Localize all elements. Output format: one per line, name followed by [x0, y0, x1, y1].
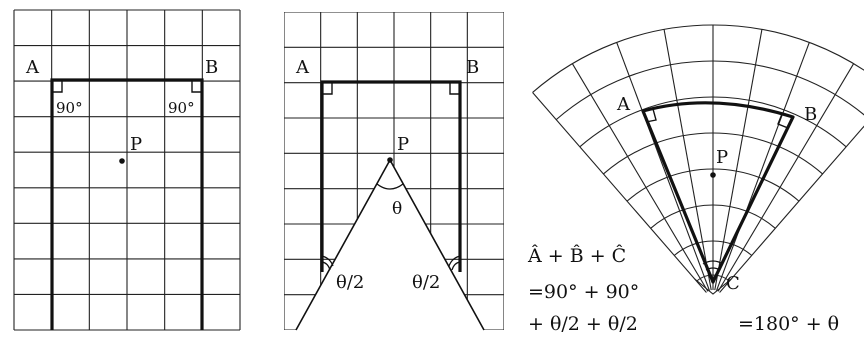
label-c: C: [726, 273, 740, 294]
point-p: [119, 158, 125, 164]
panel-cone: A B P θ θ/2 θ/2: [284, 12, 504, 331]
label-p: P: [716, 147, 728, 168]
apex-angle-arc: [376, 183, 404, 190]
point-p: [710, 172, 716, 178]
label-a: A: [616, 94, 631, 115]
panel-flat: A B P 90° 90°: [13, 9, 241, 331]
formula-result: =180° + θ: [738, 313, 839, 335]
angle-label-apex: θ: [392, 199, 402, 219]
grid-line-radial: [714, 29, 763, 291]
grid-line-radial: [715, 42, 810, 291]
angle-label-right: 90°: [168, 99, 195, 117]
grid-line-radial: [717, 63, 855, 292]
grid-line-arc: [603, 132, 823, 175]
label-p: P: [130, 134, 142, 155]
grid-tip: [694, 278, 732, 295]
right-angle-mark-a: [645, 108, 657, 123]
label-b: B: [466, 57, 479, 78]
wedge-edges: [295, 158, 485, 331]
grid-line-radial: [663, 29, 712, 291]
grid-line-arc: [532, 24, 864, 93]
grid-line-radial: [571, 63, 709, 292]
point-p: [387, 157, 393, 163]
formula-line-3: + θ/2 + θ/2: [528, 313, 638, 335]
angle-label-left-half: θ/2: [336, 272, 364, 293]
panel-curved: A B P C: [532, 24, 864, 295]
grid-line-arc: [579, 96, 847, 148]
angle-arc-c: [702, 260, 724, 271]
grid-line-arc: [696, 274, 730, 282]
grid-line-radial: [719, 125, 864, 293]
angle-label-right-half: θ/2: [412, 272, 440, 293]
grid-line-arc: [673, 240, 753, 256]
triangle-abc: [641, 101, 795, 284]
label-p: P: [397, 134, 409, 155]
path-flat: [50, 78, 204, 330]
right-angle-mark-b: [777, 113, 789, 129]
grid-line-arc: [650, 204, 776, 229]
angle-label-left: 90°: [56, 99, 83, 117]
half-angle-arc-right: [448, 255, 461, 271]
grid-line-arc: [626, 168, 800, 202]
grid-line-radial: [532, 92, 707, 293]
formula-line-2: =90° + 90°: [528, 281, 639, 303]
angle-sum-formula: Â + B̂ + Ĉ =90° + 90° + θ/2 + θ/2 =180° …: [527, 244, 839, 335]
grid-line-arc: [555, 60, 864, 121]
path-cone: [320, 80, 462, 272]
grid-line-radial: [616, 42, 711, 291]
half-angle-arc-left: [321, 255, 334, 271]
label-b: B: [804, 104, 817, 125]
right-angle-mark-a: [322, 82, 333, 95]
label-a: A: [25, 57, 40, 78]
right-angle-mark-b: [449, 82, 460, 95]
grid-curved: [532, 24, 864, 295]
formula-line-1: Â + B̂ + Ĉ: [527, 244, 626, 267]
label-b: B: [205, 57, 218, 78]
label-a: A: [295, 57, 310, 78]
right-angle-mark-a: [52, 80, 63, 93]
right-angle-mark-b: [191, 80, 202, 93]
